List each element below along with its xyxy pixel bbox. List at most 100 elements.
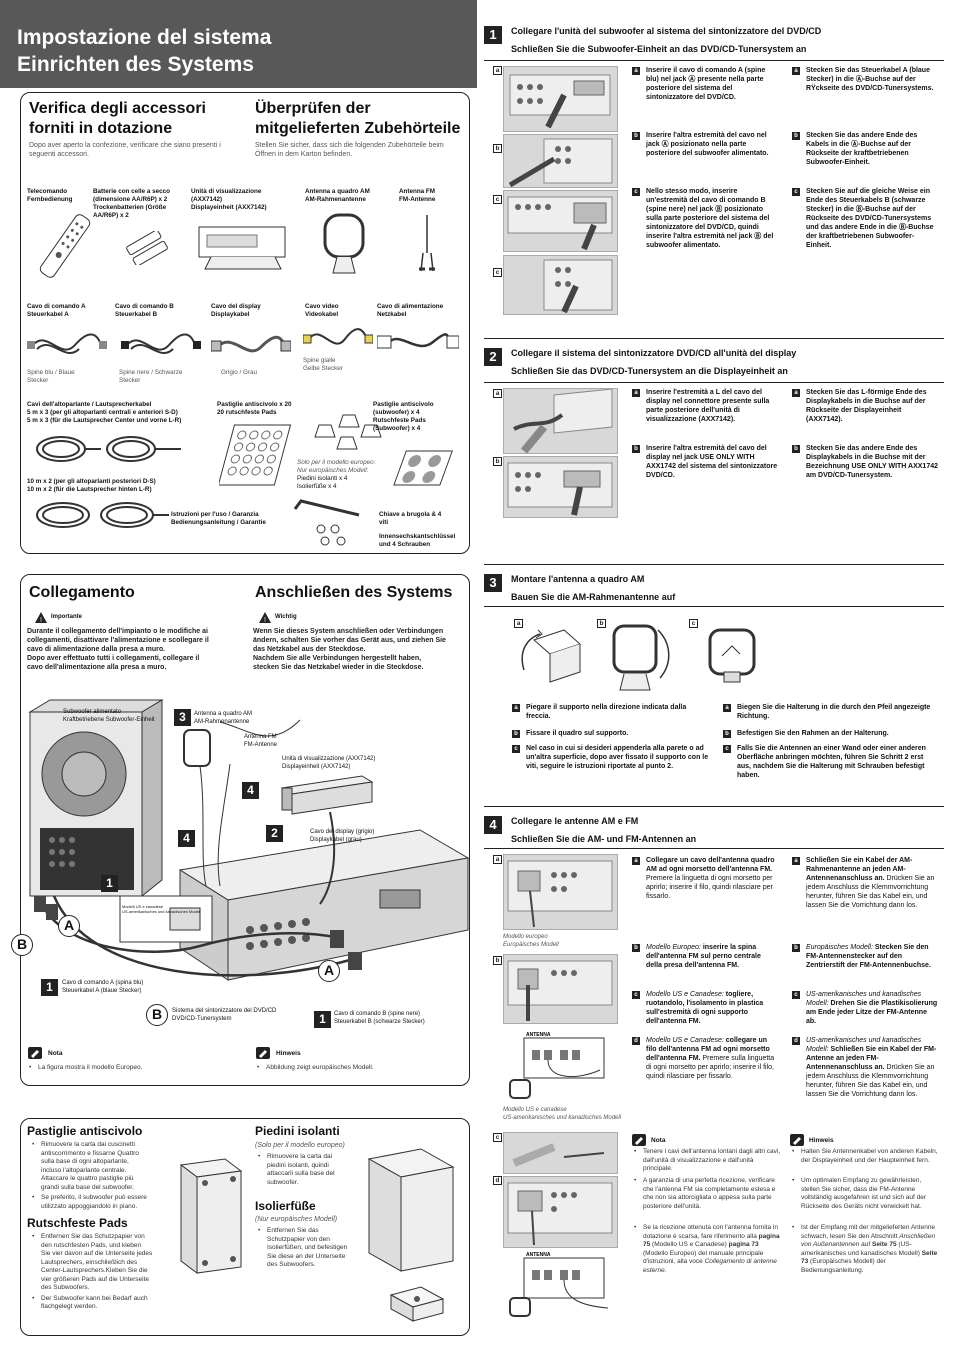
section-4-number: 4 bbox=[484, 816, 502, 834]
subwoofer-pads-icon bbox=[393, 450, 453, 486]
accessories-title-de-1: Überprüfen der bbox=[255, 100, 371, 117]
note-icon bbox=[28, 1047, 42, 1059]
section-1-header: 1 Collegare l'unità del subwoofer al sis… bbox=[484, 24, 944, 80]
s4-nota-bullet-3: Se la ricezione ottenuta con l'antenna f… bbox=[634, 1224, 781, 1275]
section-4-header: 4 Collegare le antenne AM e FM Schließen… bbox=[484, 814, 944, 870]
s4-nota-bullet-1: Tenere i cavi dell'antenna lontani dagli… bbox=[634, 1148, 781, 1174]
connecting-nota-text: La figura mostra il modello Europeo. bbox=[29, 1064, 142, 1073]
section-2-header: 2 Collegare il sistema del sintonizzator… bbox=[484, 346, 944, 402]
section-1-photo-c2 bbox=[503, 255, 618, 315]
wichtig-text: Wenn Sie dieses System anschließen oder … bbox=[253, 628, 446, 671]
diag-step-3: 3 bbox=[174, 709, 191, 726]
section-2-tag-b: b bbox=[493, 457, 502, 466]
diag-step-1a: 1 bbox=[101, 875, 118, 892]
diag-display-cable-label: Cavo del display (grigio)Displaykabel (g… bbox=[310, 829, 375, 843]
s4-nota-label: Nota bbox=[651, 1137, 666, 1144]
pads-panel: Pastiglie antiscivolo Rimuovere la carta… bbox=[20, 1118, 470, 1336]
connection-diagram bbox=[28, 699, 470, 981]
speaker-cables-short-icon bbox=[36, 436, 181, 462]
connecting-title-it: Collegamento bbox=[29, 584, 135, 601]
fm-wire-antenna-icon bbox=[419, 215, 435, 272]
us-antenna-terminal-icon-2: ANTENNA bbox=[509, 1252, 609, 1317]
am-antenna-wall-icon bbox=[708, 628, 756, 683]
diag-step-1b: 1 bbox=[41, 979, 58, 996]
speaker-cables-long-icon bbox=[36, 502, 169, 528]
display-unit-icon bbox=[198, 226, 286, 270]
diag-jack-a-left: A bbox=[58, 915, 80, 937]
section-4-tag-c: c bbox=[493, 1133, 502, 1142]
svg-text:!: ! bbox=[40, 617, 42, 623]
display-cable-icon bbox=[211, 335, 291, 353]
svg-text:ANTENNA: ANTENNA bbox=[526, 1032, 551, 1038]
section-1-tag-a: a bbox=[493, 66, 502, 75]
section-1-tag-c2: c bbox=[493, 268, 502, 277]
hex-key-icon bbox=[293, 499, 360, 546]
label-batteries: Batterie con celle a secco(dimensione AA… bbox=[93, 188, 171, 219]
warning-icon: ! bbox=[35, 612, 47, 623]
connecting-hinweis-label: Hinweis bbox=[276, 1050, 301, 1057]
section-2-title-de: Schließen Sie das DVD/CD-Tunersystem an … bbox=[511, 366, 788, 376]
section-2-rule-top bbox=[484, 338, 944, 339]
label-speaker-cables: Cavi dell'altoparlante / Lautsprecherkab… bbox=[27, 401, 182, 424]
title-it: Impostazione del sistema bbox=[17, 26, 272, 49]
s4-hinweis-label: Hinweis bbox=[809, 1137, 834, 1144]
section-1-number: 1 bbox=[484, 26, 502, 44]
section-1-photo-c1 bbox=[503, 190, 618, 252]
section-3-header: 3 Montare l'antenna a quadro AM Bauen Si… bbox=[484, 572, 944, 628]
section-3-rule-top bbox=[484, 564, 944, 565]
diag-display-label: Unità di visualizzazione (AXX7142)Displa… bbox=[282, 756, 376, 770]
diag-jack-b-center: B bbox=[146, 1004, 168, 1026]
power-cable-icon bbox=[377, 333, 459, 349]
svg-text:ANTENNA: ANTENNA bbox=[526, 1252, 551, 1258]
s4-hinweis-bullet-2: Um optimalen Empfang zu gewährleisten, s… bbox=[792, 1177, 941, 1211]
warning-icon-de: ! bbox=[259, 612, 271, 623]
subwoofer-underside-icon bbox=[179, 1158, 243, 1274]
svg-text:!: ! bbox=[264, 617, 266, 623]
diag-step-1c: 1 bbox=[314, 1011, 331, 1028]
accessories-intro-de: Stellen Sie sicher, dass sich die folgen… bbox=[255, 142, 444, 158]
pads-it-bullets: Rimuovere la carta dai cuscinettiantisco… bbox=[32, 1141, 147, 1210]
eu-only-note: Solo per il modello europeo:Nur europäis… bbox=[297, 459, 376, 474]
cone-pads-icon bbox=[314, 414, 382, 450]
section-3-title-it: Montare l'antenna a quadro AM bbox=[511, 574, 645, 584]
s4-hinweis-bullet-1: Halten Sie Antennenkabel von anderen Kab… bbox=[792, 1148, 941, 1165]
section-2-photo-a bbox=[503, 388, 618, 454]
section-4-photo-a bbox=[503, 854, 618, 930]
section-4-tag-a: a bbox=[493, 855, 502, 864]
batteries-icon bbox=[126, 231, 168, 265]
section-3-title-de: Bauen Sie die AM-Rahmenantenne auf bbox=[511, 592, 676, 602]
section-3-tag-c: c bbox=[689, 619, 698, 628]
section-4-tag-b: b bbox=[493, 956, 502, 965]
section-3-rule bbox=[484, 606, 944, 607]
section-1-tag-b: b bbox=[493, 144, 502, 153]
label-speaker-cables-long: 10 m x 2 (per gli altoparlanti posterior… bbox=[27, 478, 156, 493]
accessories-intro-it: Dopo aver aperto la confezione, verifica… bbox=[29, 142, 221, 158]
section-2-tag-a: a bbox=[493, 389, 502, 398]
wichtig-label: Wichtig bbox=[275, 614, 297, 620]
am-antenna-fold-icon bbox=[521, 629, 581, 683]
feet-sub-de: (Nur europäisches Modell) bbox=[255, 1216, 338, 1223]
important-text: Durante il collegamento dell'impianto o … bbox=[27, 628, 209, 671]
diag-step-4a: 4 bbox=[242, 782, 259, 799]
section-1-rule bbox=[484, 60, 944, 61]
section-1-title-de: Schließen Sie die Subwoofer-Einheit an d… bbox=[511, 44, 807, 54]
important-label: Importante bbox=[51, 614, 83, 620]
connecting-title-de: Anschließen des Systems bbox=[255, 584, 453, 601]
feet-title-de: Isolierfüße bbox=[255, 1199, 316, 1213]
